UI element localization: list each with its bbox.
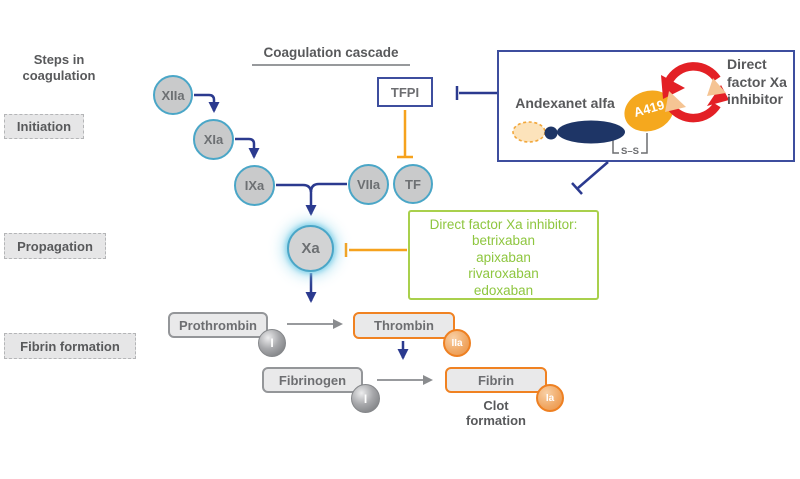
coagulation-cascade-title: Coagulation cascade xyxy=(252,45,410,66)
factor-node-tf: TF xyxy=(393,164,433,204)
fibrin-box: Fibrin xyxy=(445,367,547,393)
fibrinogen-factor-badge: I xyxy=(351,384,380,413)
stage-label-initiation: Initiation xyxy=(4,114,84,139)
inhibitor-drug-rivaroxaban: rivaroxaban xyxy=(468,266,539,281)
thrombin-factor-badge: IIa xyxy=(443,329,471,357)
stage-label-fibrin-formation: Fibrin formation xyxy=(4,333,136,359)
inhibit-bar-andexanet-to-inhibitors xyxy=(571,182,583,195)
inhibitor-drug-apixaban: apixaban xyxy=(476,249,531,265)
factor-node-xia: XIa xyxy=(193,119,234,160)
fibrin-factor-badge: Ia xyxy=(536,384,564,412)
factor-node-ixa: IXa xyxy=(234,165,275,206)
steps-in-coagulation-title: Steps in coagulation xyxy=(22,52,96,83)
factor-node-xiia: XIIa xyxy=(153,75,193,115)
arrow-xiia-to-xia xyxy=(194,93,220,113)
direct-factor-xa-inhibitor-box: Direct factor Xa inhibitor: betrixaban a… xyxy=(408,210,599,300)
fibrinogen-box: Fibrinogen xyxy=(262,367,363,393)
stage-label-propagation: Propagation xyxy=(4,233,106,259)
direct-factor-xa-inhibitor-label: Direct factor Xa inhibitor xyxy=(727,56,787,107)
tfpi-box: TFPI xyxy=(377,77,433,107)
prothrombin-box: Prothrombin xyxy=(168,312,268,338)
arrow-viia-to-xa xyxy=(309,182,347,193)
prothrombin-factor-badge: I xyxy=(258,329,286,357)
thrombin-box: Thrombin xyxy=(353,312,455,339)
factor-node-viia: VIIa xyxy=(348,164,389,205)
ss-bond-label: S–S xyxy=(621,146,639,157)
arrow-xia-to-ixa xyxy=(235,137,260,159)
inhibit-arrow-andexanet-to-inhibitors xyxy=(577,161,609,189)
factor-node-xa: Xa xyxy=(287,225,334,272)
inhibitor-drug-edoxaban: edoxaban xyxy=(473,282,534,298)
arrow-ixa-to-xa xyxy=(276,183,317,216)
clot-formation-label: Clot formation xyxy=(466,398,526,428)
andexanet-alfa-label: Andexanet alfa xyxy=(515,95,615,111)
inhibitor-drug-betrixaban: betrixaban xyxy=(471,233,536,248)
inhibitor-box-title: Direct factor Xa inhibitor: xyxy=(429,217,578,232)
